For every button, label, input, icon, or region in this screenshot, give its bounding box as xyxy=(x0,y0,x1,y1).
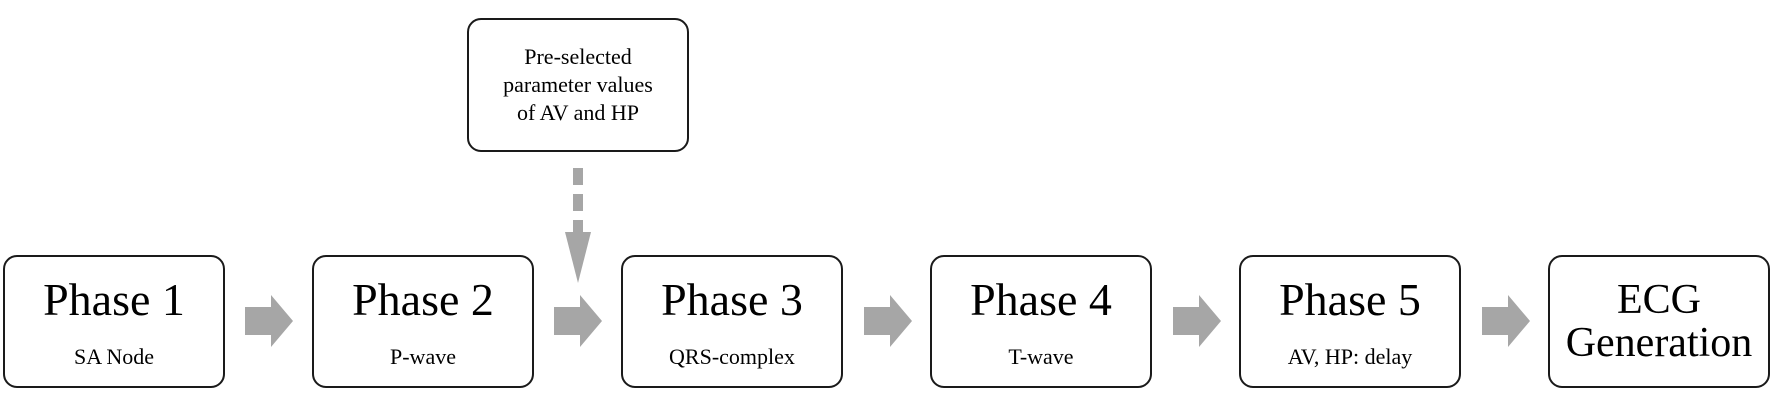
output-title-line-1: ECG xyxy=(1617,276,1701,323)
phase-4-box: Phase 4 T-wave xyxy=(930,255,1152,388)
phase-5-title: Phase 5 xyxy=(1279,273,1421,325)
phase-4-title: Phase 4 xyxy=(970,273,1112,325)
input-line-1: Pre-selected xyxy=(524,44,632,69)
phase-2-title: Phase 2 xyxy=(352,273,494,325)
ecg-generation-box: ECG Generation xyxy=(1548,255,1770,388)
phase-3-title: Phase 3 xyxy=(661,273,803,325)
dashed-input-arrow xyxy=(565,168,591,283)
phase-5-subtitle: AV, HP: delay xyxy=(1287,343,1413,369)
input-line-2: parameter values xyxy=(503,72,653,97)
phase-2-subtitle: P-wave xyxy=(390,343,456,369)
flow-arrow-5-output xyxy=(1482,295,1530,347)
phase-1-title: Phase 1 xyxy=(43,273,185,325)
flow-arrow-3-4 xyxy=(864,295,912,347)
input-parameters-box: Pre-selected parameter values of AV and … xyxy=(467,18,689,152)
phase-5-box: Phase 5 AV, HP: delay xyxy=(1239,255,1461,388)
flow-arrow-2-3 xyxy=(554,295,602,347)
phase-1-subtitle: SA Node xyxy=(73,343,155,369)
phase-2-box: Phase 2 P-wave xyxy=(312,255,534,388)
input-line-3: of AV and HP xyxy=(516,100,640,125)
flow-arrow-1-2 xyxy=(245,295,293,347)
phase-3-box: Phase 3 QRS-complex xyxy=(621,255,843,388)
output-title-line-2: Generation xyxy=(1565,319,1753,366)
phase-4-subtitle: T-wave xyxy=(1008,343,1074,369)
phase-3-subtitle: QRS-complex xyxy=(669,343,795,369)
phase-1-box: Phase 1 SA Node xyxy=(3,255,225,388)
flow-arrow-4-5 xyxy=(1173,295,1221,347)
